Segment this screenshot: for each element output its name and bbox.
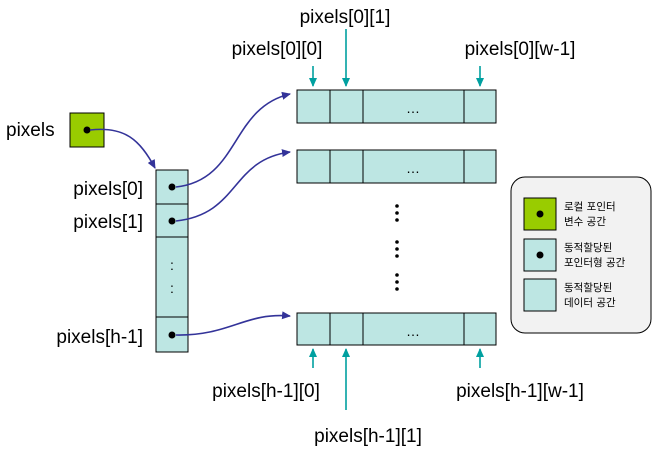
- rowlast-cell-0: [296, 312, 331, 346]
- pointer-arrow-row-0: [175, 91, 291, 188]
- legend-local-line2: 변수 공간: [564, 216, 606, 228]
- pixels-label: pixels: [6, 120, 55, 141]
- pixels-0-w1-label: pixels[0][w-1]: [465, 39, 576, 60]
- pointer-arrow-row-last: [175, 311, 291, 336]
- pointer-arrow-row-1: [175, 149, 291, 222]
- legend-data-line1: 동적할당된: [564, 282, 612, 294]
- row1-cell-last: [463, 149, 497, 184]
- legend: 로컬 포인터 변수 공간 동적할당된 포인터형 공간 동적할당된 데이터 공간: [510, 176, 652, 334]
- ptr-dot-1: [168, 217, 176, 225]
- legend-local-line1: 로컬 포인터: [564, 200, 616, 213]
- pixels-h1-0-label: pixels[h-1][0]: [212, 381, 320, 402]
- ptr-ellipsis-2: :: [170, 280, 174, 296]
- ptr-ellipsis-1: :: [170, 257, 174, 273]
- pixels-0-1-label: pixels[0][1]: [300, 7, 391, 28]
- pixels-h1-w1-label: pixels[h-1][w-1]: [456, 381, 584, 402]
- ptr-dot-0: [168, 183, 176, 191]
- row1-cell-0: [296, 149, 331, 184]
- local-pointer-dot: [83, 126, 91, 134]
- rowlast-cell-1: [329, 312, 364, 346]
- ptr-dot-last: [168, 331, 176, 339]
- legend-ptr-line1: 동적할당된: [564, 242, 612, 254]
- pixels-h1-label: pixels[h-1]: [56, 327, 143, 348]
- rowlast-ellipsis: …: [406, 323, 420, 339]
- data-row-1: …: [296, 149, 497, 184]
- row0-cell-last: [463, 89, 497, 124]
- row0-ellipsis: …: [406, 100, 420, 116]
- data-row-0: …: [296, 89, 497, 124]
- pointer-arrow-local: [89, 128, 156, 169]
- rows-vertical-ellipsis: [395, 204, 399, 291]
- pixels-0-0-label: pixels[0][0]: [232, 39, 323, 60]
- row1-cell-1: [329, 149, 364, 184]
- rowlast-cell-last: [463, 312, 497, 346]
- pixels-h1-1-label: pixels[h-1][1]: [314, 426, 422, 447]
- pixels-0-label: pixels[0]: [73, 179, 143, 200]
- row0-cell-0: [296, 89, 331, 124]
- legend-data-line2: 데이터 공간: [564, 297, 616, 309]
- row1-cell-middle: [362, 149, 465, 184]
- legend-data-swatch: [523, 278, 557, 312]
- data-row-last: …: [296, 312, 497, 346]
- legend-ptr-line2: 포인터형 공간: [564, 257, 626, 269]
- pixels-1-label: pixels[1]: [73, 212, 143, 233]
- row0-cell-1: [329, 89, 364, 124]
- row1-ellipsis: …: [406, 160, 420, 176]
- ptr-cell-middle: [155, 236, 189, 318]
